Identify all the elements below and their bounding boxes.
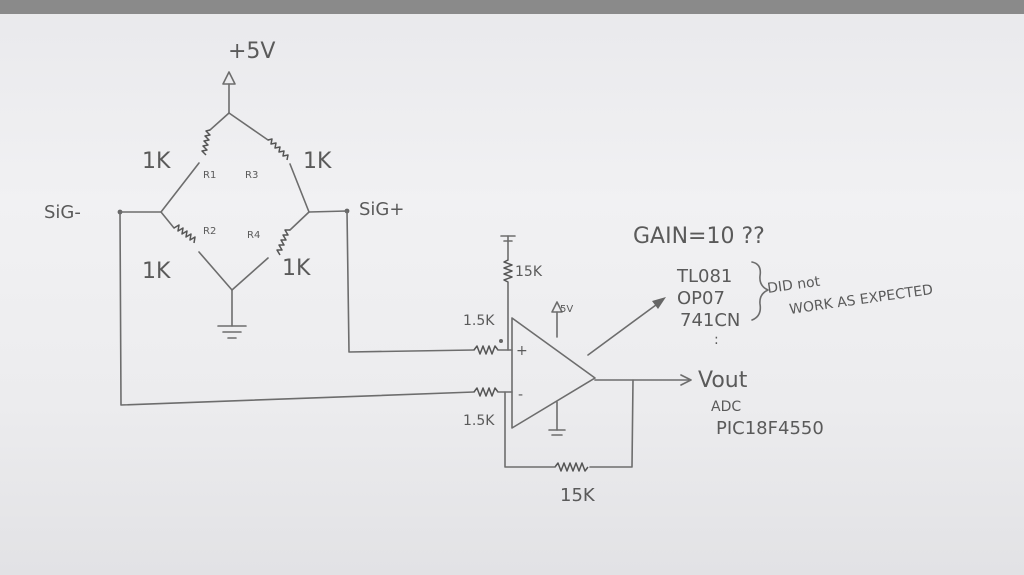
resistor-in-minus xyxy=(473,387,499,397)
top-resistor-branch xyxy=(499,235,516,351)
r-in-plus-label: 1.5K xyxy=(463,313,495,329)
adc-label: ADC xyxy=(711,399,741,415)
pointer-arrowhead xyxy=(652,297,666,309)
pic-label: PIC18F4550 xyxy=(716,418,824,439)
wire-feedback-right xyxy=(589,379,634,468)
resistor-r3 xyxy=(267,138,289,161)
resistor-r1 xyxy=(201,129,211,156)
wire-sig-plus xyxy=(308,210,475,353)
bridge xyxy=(160,112,310,339)
opamp-plus-sign: + xyxy=(516,343,528,359)
top-edge xyxy=(0,0,1024,14)
r4-value-label: 1K xyxy=(282,256,311,281)
r-feedback-label: 15K xyxy=(560,485,596,506)
wire-feedback-left xyxy=(504,391,556,468)
resistor-r2 xyxy=(173,224,196,244)
junction-node xyxy=(499,339,503,343)
opamp-minus-sign: - xyxy=(518,387,523,403)
note-line-1: DID not xyxy=(766,274,821,297)
r4-name-label: R4 xyxy=(247,230,260,241)
r3-name-label: R3 xyxy=(245,170,258,181)
output-arrow xyxy=(680,374,692,386)
resistor-r4 xyxy=(276,229,290,256)
r-top-label: 15K xyxy=(515,264,543,280)
r2-value-label: 1K xyxy=(142,259,171,284)
resistor-in-plus xyxy=(473,345,499,355)
opamp-option-more: : xyxy=(714,332,719,348)
brace xyxy=(751,261,769,321)
vout-label: Vout xyxy=(698,368,748,393)
opamp-option-3: 741CN xyxy=(680,310,740,331)
wire-to-minus-input xyxy=(119,211,475,406)
opamp-supply-symbol xyxy=(551,301,563,338)
opamp-option-1: TL081 xyxy=(676,266,732,287)
sig-plus-label: SiG+ xyxy=(359,199,404,220)
resistor-top-15k xyxy=(503,259,513,283)
opamp-ground-symbol xyxy=(548,401,566,436)
opamp-option-2: OP07 xyxy=(677,288,725,309)
r1-value-label: 1K xyxy=(142,149,171,174)
r1-name-label: R1 xyxy=(203,170,216,181)
pointer-line xyxy=(587,301,661,356)
r3-value-label: 1K xyxy=(303,149,332,174)
opamp-supply-label: 5V xyxy=(560,304,573,315)
gain-label: GAIN=10 ?? xyxy=(633,224,765,249)
opamp-triangle xyxy=(511,317,596,429)
supply-label: +5V xyxy=(228,39,275,64)
sig-minus-label: SiG- xyxy=(44,202,81,223)
supply-symbol xyxy=(222,71,236,114)
r2-name-label: R2 xyxy=(203,226,216,237)
resistor-feedback xyxy=(554,462,589,472)
r-in-minus-label: 1.5K xyxy=(463,413,495,429)
